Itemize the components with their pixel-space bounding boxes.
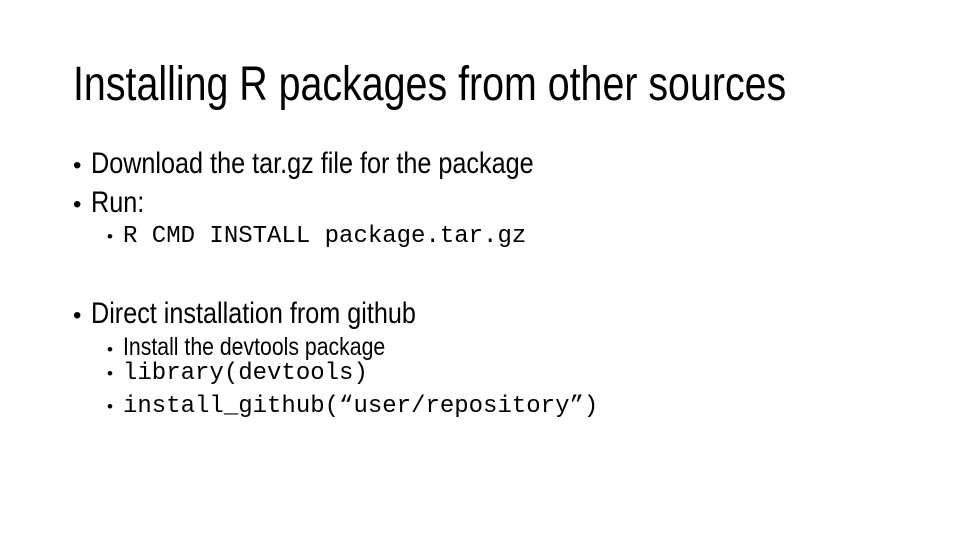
bullet-item-direct-install: • Direct installation from github [73, 299, 478, 329]
bullet-marker: • [73, 152, 82, 179]
bullet-item-download: • Download the tar.gz file for the packag… [73, 149, 618, 179]
slide-title: Installing R packages from other sources [73, 61, 943, 109]
bullet-text: Direct installation from github [91, 297, 416, 330]
bullet-item-install-github: • install_github(“user/repository”) [107, 395, 598, 419]
bullet-item-r-cmd-install: • R CMD INSTALL package.tar.gz [107, 225, 526, 249]
code-text: R CMD INSTALL package.tar.gz [123, 223, 527, 250]
bullet-marker: • [73, 302, 82, 329]
code-text: library(devtools) [123, 360, 368, 387]
bullet-marker: • [107, 364, 113, 383]
slide-title-text: Installing R packages from other sources [73, 58, 787, 111]
code-text: install_github(“user/repository”) [123, 393, 599, 420]
bullet-item-library-devtools: • library(devtools) [107, 362, 368, 386]
bullet-text: Run: [91, 186, 145, 219]
bullet-item-run: • Run: [73, 188, 154, 218]
bullet-marker: • [73, 191, 82, 218]
bullet-marker: • [107, 340, 113, 359]
bullet-text: Install the devtools package [123, 333, 386, 361]
bullet-text: Download the tar.gz file for the package [91, 147, 534, 180]
bullet-item-install-devtools: • Install the devtools package [107, 335, 432, 360]
bullet-marker: • [107, 397, 113, 416]
bullet-marker: • [107, 227, 113, 246]
